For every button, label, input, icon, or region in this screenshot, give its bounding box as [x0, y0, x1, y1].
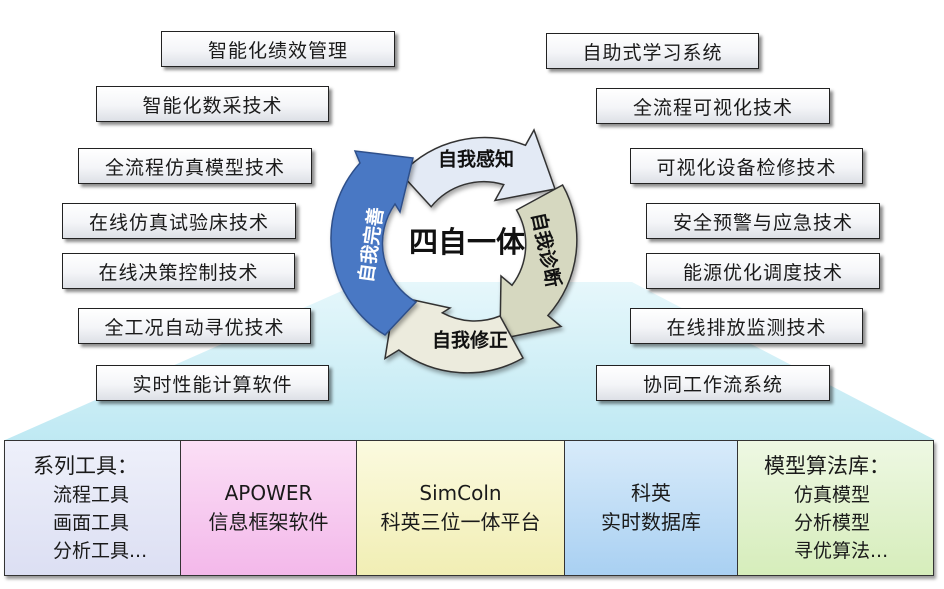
tech-item-right: 能源优化调度技术: [646, 253, 880, 289]
tech-item-left: 智能化数采技术: [96, 86, 329, 122]
simcoln-line: SimColn: [419, 481, 502, 505]
tech-item-right: 自助式学习系统: [546, 33, 759, 69]
tech-item-right: 协同工作流系统: [596, 365, 830, 401]
tools-heading: 系列工具：: [33, 453, 138, 478]
models-item: 仿真模型: [794, 483, 871, 506]
tools-item: 画面工具: [53, 511, 130, 534]
arrow-top: [400, 128, 556, 208]
tech-item-left: 在线仿真试验床技术: [62, 203, 296, 239]
tech-item-right: 全流程可视化技术: [596, 88, 830, 124]
apower-line: 信息框架软件: [208, 510, 329, 534]
tech-item-right: 可视化设备检修技术: [630, 148, 863, 184]
models-item: 分析模型: [794, 511, 871, 534]
tech-item-left: 实时性能计算软件: [96, 365, 329, 401]
tools-item: 流程工具: [53, 483, 130, 506]
models-item: 寻优算法...: [794, 539, 889, 562]
models-heading: 模型算法库：: [764, 453, 890, 478]
tech-item-right: 安全预警与应急技术: [646, 203, 880, 239]
tech-item-left: 智能化绩效管理: [161, 31, 395, 67]
database-line: 科英: [631, 481, 671, 505]
tech-item-left: 在线决策控制技术: [62, 253, 295, 289]
simcoln-line: 科英三位一体平台: [380, 510, 541, 534]
tech-item-right: 在线排放监测技术: [630, 308, 863, 344]
platform-bar: 系列工具： 流程工具 画面工具 分析工具... APOWER 信息框架软件 Si…: [4, 440, 934, 576]
tech-item-left: 全流程仿真模型技术: [78, 148, 312, 184]
apower-line: APOWER: [224, 481, 313, 505]
tech-item-left: 全工况自动寻优技术: [78, 308, 311, 344]
platform-col-models: 模型算法库： 仿真模型 分析模型 寻优算法...: [738, 441, 933, 575]
platform-col-database: 科英 实时数据库: [565, 441, 738, 575]
database-line: 实时数据库: [601, 510, 701, 534]
arrow-right: [499, 183, 578, 340]
arrow-bottom: [384, 295, 525, 374]
platform-col-tools: 系列工具： 流程工具 画面工具 分析工具...: [5, 441, 181, 575]
cycle-label-bottom: 自我修正: [432, 329, 508, 352]
tools-item: 分析工具...: [53, 539, 148, 562]
cycle-label-top: 自我感知: [438, 148, 514, 171]
cycle-center-title: 四自一体: [409, 225, 526, 259]
platform-col-simcoln: SimColn 科英三位一体平台: [357, 441, 565, 575]
platform-col-apower: APOWER 信息框架软件: [181, 441, 357, 575]
arrow-left: [330, 150, 418, 336]
